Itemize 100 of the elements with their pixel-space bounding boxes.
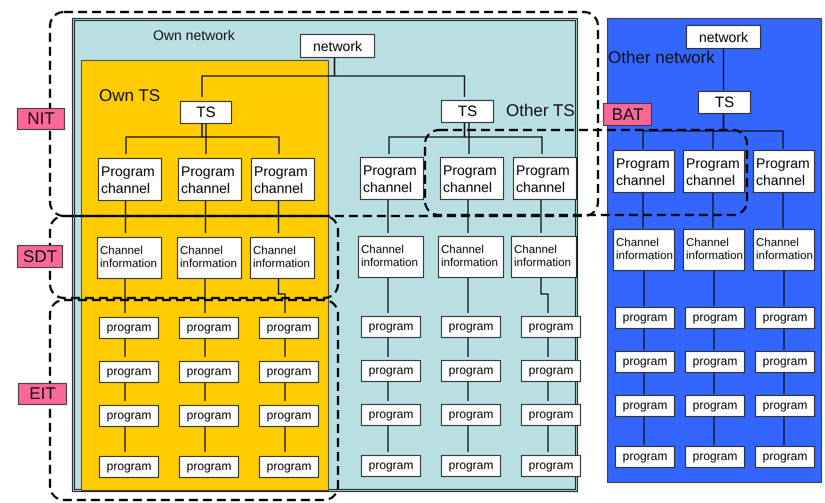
program-channel-box: Program channel bbox=[98, 158, 162, 201]
network-panel bbox=[607, 18, 822, 483]
program-channel-box: Program channel bbox=[683, 150, 745, 193]
connector-line bbox=[643, 372, 645, 394]
program-box: program bbox=[259, 317, 319, 339]
channel-information-box: Channel information bbox=[177, 237, 242, 279]
group-label: Other TS bbox=[506, 101, 575, 121]
program-box: program bbox=[521, 316, 581, 338]
program-box: program bbox=[755, 446, 815, 468]
connector-line bbox=[643, 270, 645, 306]
network-panel bbox=[72, 18, 578, 492]
channel-information-box: Channel information bbox=[511, 236, 577, 278]
connector-line bbox=[713, 372, 715, 394]
connector-line bbox=[334, 55, 466, 97]
program-box: program bbox=[441, 360, 501, 382]
network-panel bbox=[81, 60, 329, 491]
program-box: program bbox=[99, 405, 159, 427]
program-box: program bbox=[755, 307, 815, 329]
connector-line bbox=[547, 335, 549, 357]
program-box: program bbox=[615, 351, 675, 373]
connector-line bbox=[713, 416, 715, 445]
program-box: program bbox=[441, 316, 501, 338]
channel-information-box: Channel information bbox=[683, 229, 745, 271]
connector-line bbox=[547, 423, 549, 452]
program-box: program bbox=[441, 404, 501, 426]
ts-box: TS bbox=[441, 100, 494, 123]
channel-information-box: Channel information bbox=[438, 236, 504, 278]
connector-line bbox=[713, 270, 715, 306]
program-channel-box: Program channel bbox=[440, 157, 504, 200]
program-box: program bbox=[615, 446, 675, 468]
program-box: program bbox=[99, 361, 159, 383]
channel-information-box: Channel information bbox=[613, 229, 675, 271]
program-channel-box: Program channel bbox=[613, 150, 675, 193]
ts-box: TS bbox=[698, 91, 751, 114]
panel-title: Other network bbox=[608, 48, 715, 68]
connector-line bbox=[713, 328, 715, 350]
channel-information-box: Channel information bbox=[250, 237, 315, 279]
program-box: program bbox=[259, 405, 319, 427]
channel-information-box: Channel information bbox=[753, 229, 815, 271]
table-tag: SDT bbox=[17, 245, 63, 268]
connector-line bbox=[783, 270, 785, 306]
program-box: program bbox=[99, 317, 159, 339]
connector-line bbox=[782, 192, 784, 228]
connector-line bbox=[712, 192, 714, 228]
connector-line bbox=[783, 328, 785, 350]
program-box: program bbox=[361, 455, 421, 477]
connector-line bbox=[722, 48, 724, 90]
program-box: program bbox=[755, 351, 815, 373]
connector-line bbox=[643, 416, 645, 445]
program-channel-box: Program channel bbox=[251, 158, 315, 201]
network-box: network bbox=[686, 25, 761, 49]
ts-box: TS bbox=[180, 101, 232, 124]
program-box: program bbox=[361, 360, 421, 382]
program-box: program bbox=[685, 307, 745, 329]
program-box: program bbox=[521, 360, 581, 382]
table-tag: NIT bbox=[17, 108, 65, 130]
program-box: program bbox=[755, 395, 815, 417]
connector-line bbox=[540, 197, 542, 233]
connector-line bbox=[468, 120, 470, 154]
program-box: program bbox=[179, 317, 239, 339]
channel-information-box: Channel information bbox=[358, 236, 424, 278]
panel-title: Own network bbox=[153, 27, 235, 43]
connector-line bbox=[540, 275, 549, 313]
program-box: program bbox=[259, 456, 319, 478]
connector-line bbox=[642, 192, 644, 228]
program-box: program bbox=[615, 395, 675, 417]
connector-line bbox=[387, 335, 389, 357]
connector-line bbox=[547, 379, 549, 401]
program-channel-box: Program channel bbox=[753, 150, 815, 193]
program-box: program bbox=[685, 351, 745, 373]
table-tag: BAT bbox=[603, 103, 652, 126]
connector-line bbox=[643, 328, 645, 350]
program-channel-box: Program channel bbox=[178, 158, 242, 201]
connector-line bbox=[467, 275, 469, 313]
program-box: program bbox=[179, 405, 239, 427]
program-box: program bbox=[441, 455, 501, 477]
connector-line bbox=[467, 423, 469, 452]
program-channel-box: Program channel bbox=[513, 157, 577, 200]
program-box: program bbox=[259, 361, 319, 383]
program-box: program bbox=[685, 446, 745, 468]
connector-line bbox=[387, 423, 389, 452]
table-tag: EIT bbox=[18, 383, 67, 405]
connector-line bbox=[387, 379, 389, 401]
connector-line bbox=[387, 197, 389, 233]
connector-line bbox=[467, 197, 469, 233]
program-box: program bbox=[685, 395, 745, 417]
connector-line bbox=[467, 379, 469, 401]
program-box: program bbox=[521, 455, 581, 477]
channel-information-box: Channel information bbox=[97, 237, 162, 279]
program-box: program bbox=[521, 404, 581, 426]
connector-line bbox=[783, 416, 785, 445]
connector-line bbox=[464, 120, 543, 154]
panel-title: Own TS bbox=[99, 86, 160, 106]
connector-line bbox=[387, 275, 389, 313]
program-box: program bbox=[99, 456, 159, 478]
program-box: program bbox=[361, 404, 421, 426]
program-channel-box: Program channel bbox=[360, 157, 424, 200]
connector-line bbox=[722, 113, 784, 149]
connector-line bbox=[467, 335, 469, 357]
program-box: program bbox=[361, 316, 421, 338]
